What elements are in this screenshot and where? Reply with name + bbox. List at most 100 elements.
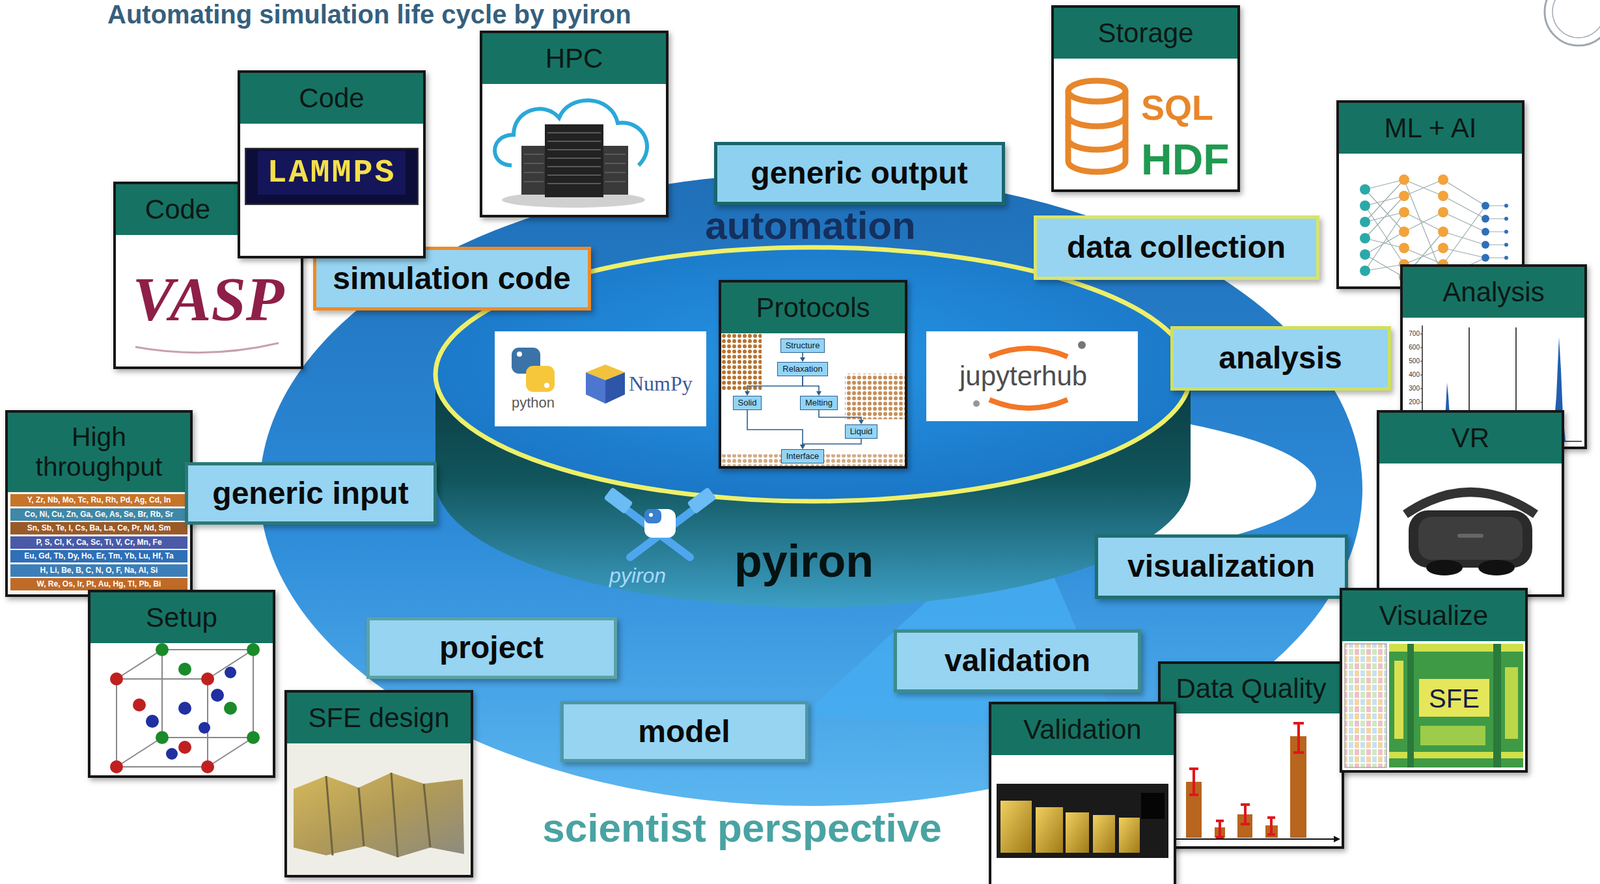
protocol-step: Melting — [800, 395, 838, 411]
art-shape — [1092, 814, 1116, 853]
art-shape — [1481, 214, 1490, 223]
art-shape — [116, 649, 254, 767]
stage-label-box: analysis — [1170, 326, 1392, 391]
step-label: Solid — [738, 397, 758, 409]
art-shape — [1333, 835, 1341, 843]
text-slot: LAMMPS — [246, 151, 417, 195]
text-slot: scientist perspective — [494, 804, 990, 851]
art-shape — [585, 372, 606, 404]
card-body: LAMMPS — [240, 123, 424, 256]
arrow-head — [800, 357, 806, 362]
protocol-step: Relaxation — [777, 361, 828, 377]
art-shape — [1504, 216, 1509, 221]
art-shape — [1189, 723, 1304, 838]
flow-arrow — [818, 410, 862, 421]
art-shape — [521, 145, 547, 195]
ring-caption: automation — [704, 203, 916, 249]
tool-card: HPC — [479, 30, 669, 218]
element-list: Y, Zr, Nb, Mo, Tc, Ru, Rh, Pd, Ag, Cd, I… — [27, 494, 172, 507]
art-shape — [989, 348, 1068, 357]
art-shape — [155, 643, 169, 657]
card-title: Validation — [1023, 714, 1142, 745]
art-shape — [145, 666, 237, 760]
art-shape — [245, 148, 418, 205]
art-shape — [1068, 91, 1126, 172]
art-shape — [1418, 516, 1523, 560]
flow-arrow — [802, 376, 819, 392]
element-row: Y, Zr, Nb, Mo, Tc, Ru, Rh, Pd, Ag, Cd, I… — [10, 494, 188, 507]
text-slot: 500 — [1402, 357, 1420, 370]
text-slot: automation — [683, 203, 938, 249]
art-shape — [1437, 174, 1449, 185]
step-label: Liquid — [850, 426, 873, 437]
card-title: Visualize — [1379, 600, 1489, 631]
art-shape — [223, 701, 237, 715]
axis-tick: 300 — [1408, 384, 1420, 393]
art-shape — [721, 333, 762, 391]
step-label: Relaxation — [782, 363, 823, 375]
art-shape — [178, 701, 192, 715]
art-shape — [1359, 184, 1371, 195]
stage-label-box: validation — [893, 629, 1142, 693]
card-body — [482, 83, 666, 215]
art-shape — [644, 509, 676, 538]
card-title: SFE design — [307, 702, 450, 733]
protocol-step: Structure — [780, 338, 826, 353]
stage-label-box: model — [560, 701, 809, 763]
art-shape — [246, 731, 260, 745]
art-shape — [1437, 242, 1449, 254]
art-shape — [1420, 333, 1423, 403]
art-shape — [210, 688, 224, 702]
art-shape — [844, 373, 905, 420]
stage-label: generic input — [212, 475, 409, 511]
card-header: Protocols — [721, 282, 905, 334]
art-shape — [1544, 0, 1600, 46]
ring-caption: scientist perspective — [542, 804, 942, 851]
text-slot: NumPy — [628, 371, 693, 396]
art-shape — [1141, 792, 1165, 819]
card-header: Analysis — [1402, 266, 1585, 318]
arrow-head — [800, 444, 806, 450]
card-header: ML + AI — [1338, 102, 1522, 154]
product-name: pyiron — [734, 535, 874, 588]
arrow-head — [816, 391, 822, 396]
protocol-step: Solid — [732, 395, 763, 411]
sample-photo-art — [991, 755, 1174, 884]
card-header: Data Quality — [1160, 663, 1342, 714]
element-row: P, S, Cl, K, Ca, Sc, Ti, V, Cr, Mn, Fe — [10, 536, 188, 549]
text-slot: 300 — [1402, 384, 1420, 397]
text-slot: SQL — [1141, 89, 1237, 125]
card-title: Protocols — [755, 292, 870, 323]
art-shape — [1504, 203, 1509, 208]
tool-card: Validation — [988, 701, 1177, 884]
card-header: HPC — [482, 33, 666, 84]
art-shape — [1504, 255, 1509, 260]
art-shape — [602, 145, 629, 195]
text-slot: jupyterhub — [959, 360, 1088, 392]
art-shape — [1068, 80, 1126, 102]
art-shape — [1173, 838, 1334, 840]
art-shape — [198, 721, 211, 734]
element-list: Eu, Gd, Tb, Dy, Ho, Er, Tm, Yb, Lu, Hf, … — [24, 550, 174, 563]
card-body — [287, 743, 471, 875]
card-header: Visualize — [1342, 590, 1526, 642]
art-shape — [1481, 240, 1490, 249]
art-shape — [1408, 510, 1533, 568]
art-shape — [1398, 242, 1410, 254]
tool-card: Code LAMMPS — [237, 70, 426, 259]
element-row: Sn, Sb, Te, I, Cs, Ba, La, Ce, Pr, Nd, S… — [10, 522, 188, 535]
art-shape — [603, 486, 633, 515]
stage-label: analysis — [1218, 339, 1342, 376]
art-shape — [1481, 253, 1490, 262]
stage-label-box: data collection — [1033, 215, 1320, 280]
stage-label: model — [637, 713, 730, 750]
art-shape — [1186, 736, 1307, 838]
card-title: Setup — [145, 602, 218, 633]
element-list: Sn, Sb, Te, I, Cs, Ba, La, Ce, Pr, Nd, S… — [27, 522, 172, 535]
art-shape — [973, 400, 980, 407]
element-row: H, Li, Be, B, C, N, O, F, Na, Al, Si — [10, 564, 188, 577]
text-slot: VASP — [115, 264, 301, 334]
card-header: Validation — [991, 704, 1174, 756]
axis-tick: 200 — [1408, 398, 1420, 407]
